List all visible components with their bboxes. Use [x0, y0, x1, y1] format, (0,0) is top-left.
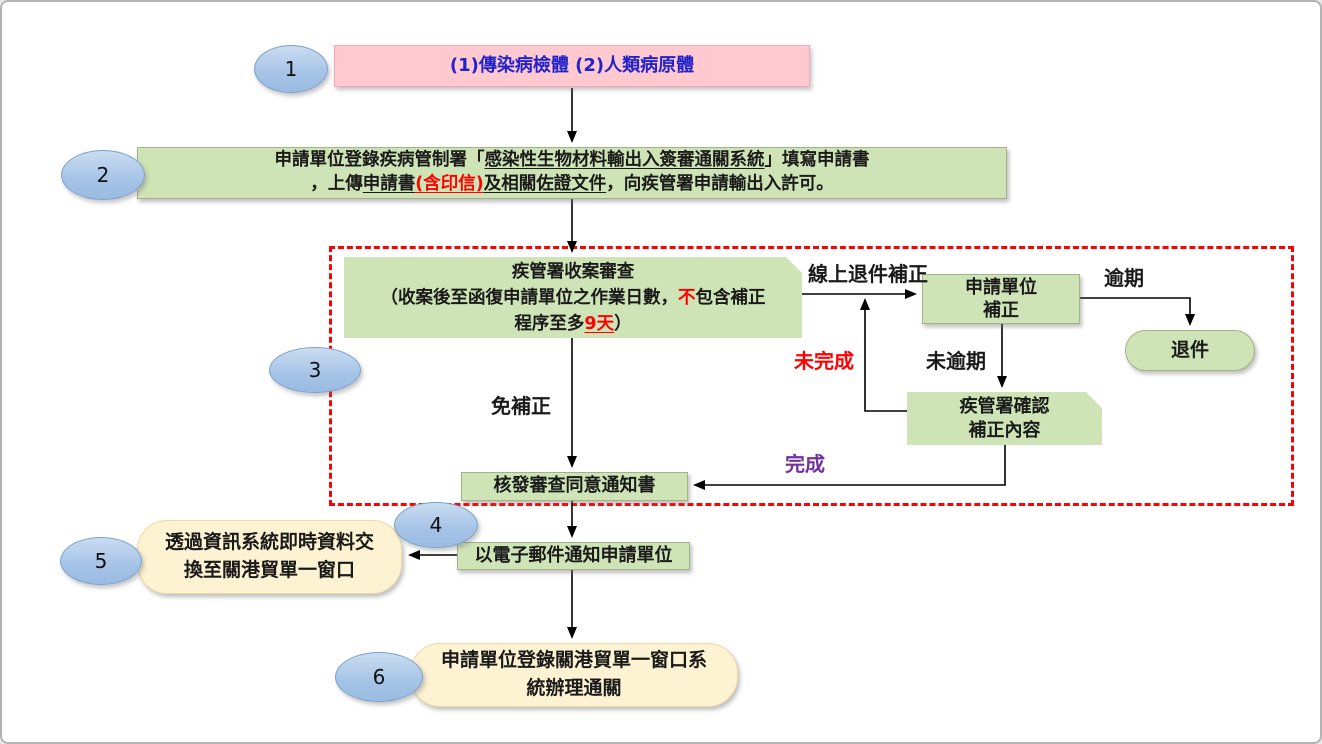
step-badge-5: 5 — [60, 537, 142, 585]
review-line-2: （收案後至函復申請單位之作業日數，不包含補正 — [380, 287, 766, 308]
node-applicant-supplement: 申請單位 補正 — [922, 274, 1080, 324]
node-customs-clearance: 申請單位登錄關港貿單一窗口系 統辦理通關 — [410, 643, 738, 707]
apply-line-2: ，上傳申請書(含印信)及相關佐證文件，向疾管署申請輸出入許可。 — [310, 174, 834, 194]
node-apply-online: 申請單位登錄疾病管制署「感染性生物材料輸出入簽審通關系統」填寫申請書 ，上傳申請… — [137, 147, 1007, 199]
node-issue-approval-notice: 核發審查同意通知書 — [461, 472, 688, 501]
edge-label-not-complete: 未完成 — [794, 349, 854, 373]
node-reject: 退件 — [1125, 330, 1255, 371]
apply-line-1: 申請單位登錄疾病管制署「感染性生物材料輸出入簽審通關系統」填寫申請書 — [274, 150, 870, 171]
review-line-3: 程序至多9天） — [514, 313, 632, 334]
edge-label-complete: 完成 — [785, 452, 825, 476]
edge-label-no-supplement-needed: 免補正 — [491, 394, 551, 418]
node-data-exchange-single-window: 透過資訊系統即時資料交 換至關港貿單一窗口 — [137, 520, 402, 594]
step-badge-4: 4 — [394, 502, 478, 548]
node-cdc-confirm-supplement: 疾管署確認 補正內容 — [907, 392, 1102, 445]
node-cdc-review: 疾管署收案審查 （收案後至函復申請單位之作業日數，不包含補正 程序至多9天） — [344, 257, 802, 338]
node-email-notify: 以電子郵件通知申請單位 — [457, 542, 690, 570]
node-specimen-types-label: (1)傳染病檢體 (2)人類病原體 — [449, 54, 695, 76]
edge-label-not-overdue: 未逾期 — [926, 349, 986, 373]
review-line-1: 疾管署收案審查 — [511, 261, 635, 282]
step-badge-6: 6 — [335, 652, 423, 702]
step-badge-3: 3 — [269, 347, 361, 393]
edge-label-overdue: 逾期 — [1104, 266, 1144, 290]
step-badge-1: 1 — [254, 45, 328, 93]
step-badge-2: 2 — [61, 150, 145, 200]
edge-label-online-return-supplement: 線上退件補正 — [808, 262, 928, 286]
node-specimen-types: (1)傳染病檢體 (2)人類病原體 — [334, 45, 810, 87]
